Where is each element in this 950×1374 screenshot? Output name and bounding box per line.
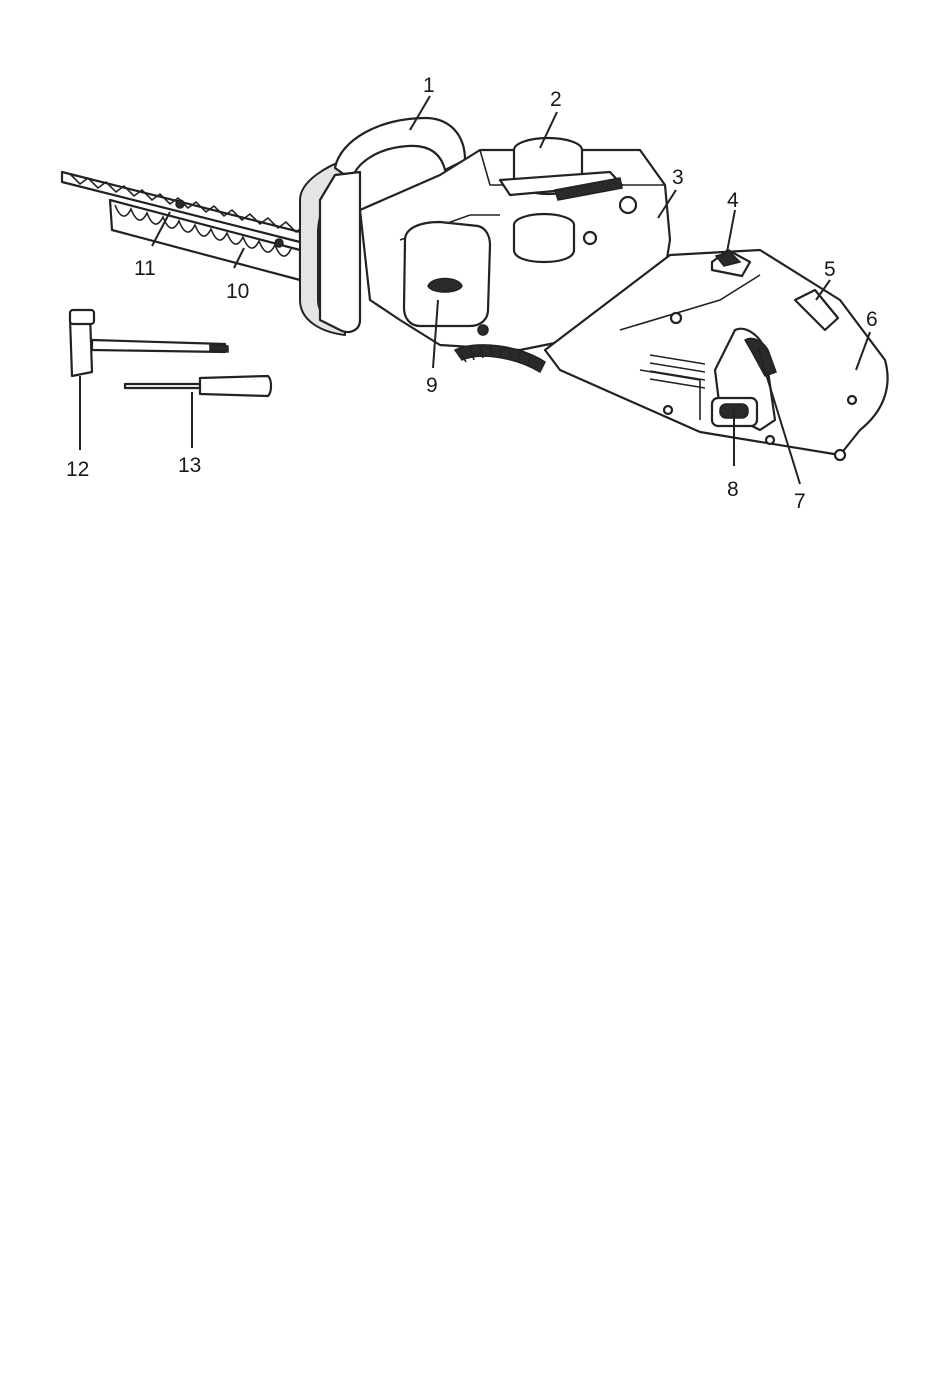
cutter-blade (62, 172, 314, 280)
callout-9: 9 (426, 374, 438, 397)
callout-4: 4 (727, 189, 739, 212)
callout-7: 7 (794, 490, 806, 513)
callout-3: 3 (672, 166, 684, 189)
oil-cap (514, 214, 574, 262)
callout-5: 5 (824, 258, 836, 281)
callout-1: 1 (423, 74, 435, 97)
hedge-trimmer-parts-diagram: 1 2 3 4 5 6 7 8 9 10 11 12 13 (0, 0, 950, 540)
spark-plug-wrench (70, 310, 228, 376)
callout-13: 13 (178, 454, 201, 477)
recoil-starter (455, 345, 545, 372)
air-filter-cover (404, 222, 490, 335)
callout-10: 10 (226, 280, 249, 303)
callout-12: 12 (66, 458, 89, 481)
callout-6: 6 (866, 308, 878, 331)
callout-2: 2 (550, 88, 562, 111)
callout-11: 11 (134, 257, 156, 280)
screwdriver (125, 376, 271, 396)
callout-8: 8 (727, 478, 739, 501)
